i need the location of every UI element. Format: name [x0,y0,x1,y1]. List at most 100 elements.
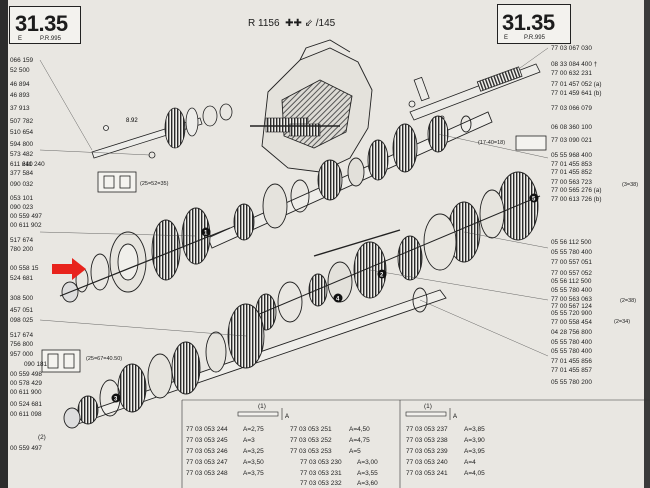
shim-ref: 77 03 053 239 [406,448,448,455]
main-shaft [207,111,493,249]
shim-ref: 77 03 053 231 [300,470,342,477]
ref-note: (25=52=35) [140,181,169,187]
callout-markers: 1 2 3 4 5 [111,193,539,403]
callout-1: 1 [204,231,208,237]
part-number: 04 28 756 800 [551,329,592,336]
part-number: 37 913 [10,105,30,112]
part-number: 77 00 563 723 [551,179,592,186]
reference-code: R 1156 [248,18,280,29]
part-number: 77 00 567 124 [551,303,592,310]
ref-note: (17-40=18) [478,140,505,146]
shim-ref: 77 03 053 240 [406,459,448,466]
part-number: 05 56 112 500 [551,239,592,246]
page-number-box-left: 31.35 E P.R.995 [9,6,81,44]
page-edge-shadow [0,0,8,488]
part-number: 05 55 780 400 [551,339,592,346]
part-number: 524 681 [10,275,34,282]
part-number: 77 01 459 641 (b) [551,90,602,97]
part-number: 611 240 [22,161,45,168]
part-number: 05 55 780 400 [551,249,592,256]
red-arrow-icon [52,258,86,280]
page-number-sub-left: E [504,35,509,41]
leader-lines [39,47,549,357]
shim-thickness: A=3,90 [464,437,485,444]
shim-ref: 77 03 053 238 [406,437,448,444]
shim-thickness: A=4 [464,459,476,466]
shim-thickness: A=3,75 [243,470,264,477]
upper-right-shaft [408,63,541,121]
part-number: 756 800 [10,341,34,348]
part-number: 46 894 [10,81,30,88]
part-number: 00 611 902 [10,222,42,229]
shim-ref: 77 03 053 245 [186,437,228,444]
part-number: 77 00 565 276 (a) [551,187,602,194]
primary-shaft-small [91,103,233,159]
reference-icons: ✚✚ ⇙ [282,18,316,29]
shim-thickness: A=5 [349,448,361,455]
part-number: 77 00 613 726 (b) [551,196,602,203]
shim-ref: 77 03 053 241 [406,470,448,477]
part-number: 00 559 498 [10,371,42,378]
part-number: 098 025 [10,317,34,324]
ref-note: (25=67=40.50) [86,356,122,362]
page-number-sub-right: P.R.995 [524,35,545,41]
part-number: 77 00 558 454 [551,319,592,326]
part-number: 77 00 557 051 [551,259,592,266]
shim-ref: 77 03 053 246 [186,448,228,455]
part-number: 77 01 455 852 [551,169,592,176]
part-number: 957 000 [10,351,34,358]
part-number: 46 893 [10,92,30,99]
shim-ref: 77 03 053 237 [406,426,448,433]
shim-thickness: A=3,00 [357,459,378,466]
shim-thickness: A=3,85 [464,426,485,433]
vehicle-reference: R 1156 ✚✚ ⇙ /145 [248,18,335,29]
part-number: 457 051 [10,307,34,314]
part-number: 77 03 066 079 [551,105,592,112]
shim-diagram [237,408,451,420]
shim-ref: 77 03 053 252 [290,437,332,444]
shim-thickness: A=3 [243,437,255,444]
part-number: 05 55 780 400 [551,287,592,294]
shim-thickness: A=3,55 [357,470,378,477]
page-number: 31.35 [15,11,68,36]
part-number: 090 181 [24,361,48,368]
part-number: 517 674 [10,332,34,339]
part-number: 780 200 [10,246,34,253]
part-number: 573 482 [10,151,34,158]
dimension-label: 8.92 [126,118,138,124]
bearing-symbol [41,135,547,373]
ref-note: (2=34) [614,319,630,325]
shim-ref: 77 03 053 232 [300,480,342,487]
shim-thickness: A=4,75 [349,437,370,444]
part-number: 77 01 457 052 (a) [551,81,602,88]
shim-ref: 77 03 053 247 [186,459,228,466]
part-number: 52 500 [10,67,30,74]
part-number: 00 559 497 [10,445,42,452]
part-number: (2) [38,434,46,441]
part-number: 377 584 [10,170,34,177]
part-number: 00 559 497 [10,213,42,220]
part-number: 77 00 632 231 [551,70,592,77]
gearbox-housing [261,39,373,173]
shim-thickness: A=3,95 [464,448,485,455]
page-number-sub-right: P.R.995 [40,36,61,42]
part-number: 090 032 [10,181,34,188]
secondary-shaft [63,287,447,429]
part-number: 77 03 067 030 [551,45,592,52]
part-number: 00 611 900 [10,389,42,396]
part-number: 053 101 [10,195,34,202]
page-number: 31.35 [502,10,555,35]
part-number: 77 00 563 063 [551,296,592,303]
part-number: 00 524 681 [10,401,42,408]
callout-3: 3 [114,397,118,403]
shim-ref: 77 03 053 248 [186,470,228,477]
table-frame [181,399,650,488]
part-number: 77 03 090 021 [551,137,592,144]
dimension-a: A [453,414,457,420]
part-number: 611 240 [10,161,33,168]
reference-tail: /145 [315,18,336,29]
page-number-box-right: 31.35 E P.R.995 [497,4,571,44]
callout-4: 4 [336,297,340,303]
ref-note: (3=38) [622,182,638,188]
